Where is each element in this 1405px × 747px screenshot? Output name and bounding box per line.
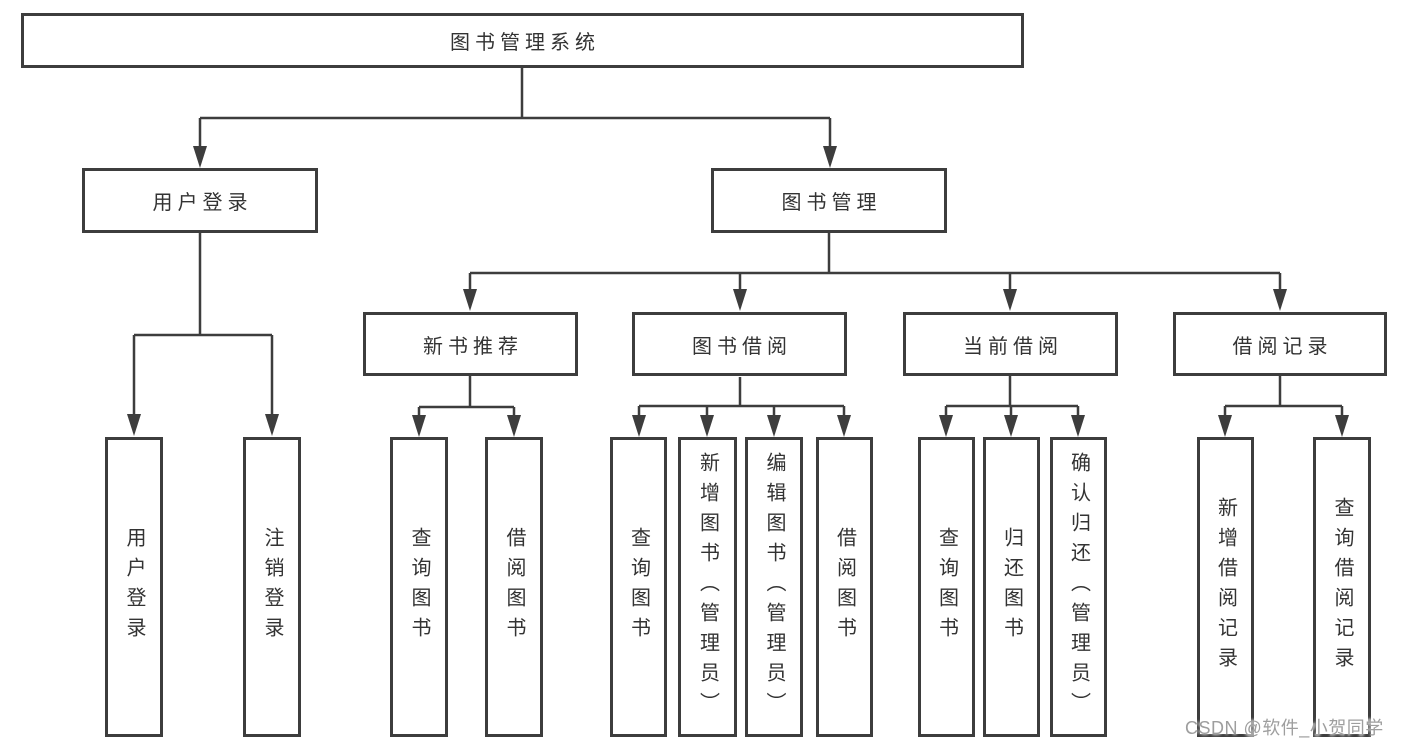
leaf-borrow-books-recommend: 借阅图书 [485,437,543,737]
node-book-borrowing: 图书借阅 [632,312,847,376]
leaf-borrow-books: 借阅图书 [816,437,873,737]
node-new-book-recommendation: 新书推荐 [363,312,578,376]
leaf-add-borrow-record: 新增借阅记录 [1197,437,1254,737]
node-book-management: 图书管理 [711,168,947,233]
leaf-user-login-label: 用户登录 [123,527,145,647]
leaf-user-login: 用户登录 [105,437,163,737]
leaf-query-books-borrowing: 查询图书 [610,437,667,737]
leaf-query-books-borrowing-label: 查询图书 [627,527,650,647]
leaf-borrow-books-label: 借阅图书 [833,527,856,647]
leaf-edit-book-admin: 编辑图书（管理员） [745,437,803,737]
leaf-query-books-current: 查询图书 [918,437,975,737]
node-borrowing-records: 借阅记录 [1173,312,1387,376]
leaf-query-books-recommend-label: 查询图书 [408,527,430,647]
leaf-query-borrow-record: 查询借阅记录 [1313,437,1371,737]
node-user-login: 用户登录 [82,168,318,233]
leaf-edit-book-admin-label: 编辑图书（管理员） [763,452,785,722]
leaf-query-books-current-label: 查询图书 [935,527,958,647]
node-current-borrowing: 当前借阅 [903,312,1118,376]
leaf-confirm-return-admin: 确认归还（管理员） [1050,437,1107,737]
leaf-confirm-return-admin-label: 确认归还（管理员） [1067,452,1090,722]
leaf-query-borrow-record-label: 查询借阅记录 [1331,497,1353,677]
leaf-return-books: 归还图书 [983,437,1040,737]
leaf-add-borrow-record-label: 新增借阅记录 [1214,497,1237,677]
leaf-logout-label: 注销登录 [261,527,283,647]
leaf-logout: 注销登录 [243,437,301,737]
leaf-add-book-admin-label: 新增图书（管理员） [696,452,719,722]
watermark-text: CSDN @软件_小贺同学 [1185,718,1384,738]
leaf-return-books-label: 归还图书 [1000,527,1023,647]
leaf-borrow-books-recommend-label: 借阅图书 [503,527,525,647]
leaf-query-books-recommend: 查询图书 [390,437,448,737]
node-library-management-system: 图书管理系统 [21,13,1024,68]
leaf-add-book-admin: 新增图书（管理员） [678,437,737,737]
